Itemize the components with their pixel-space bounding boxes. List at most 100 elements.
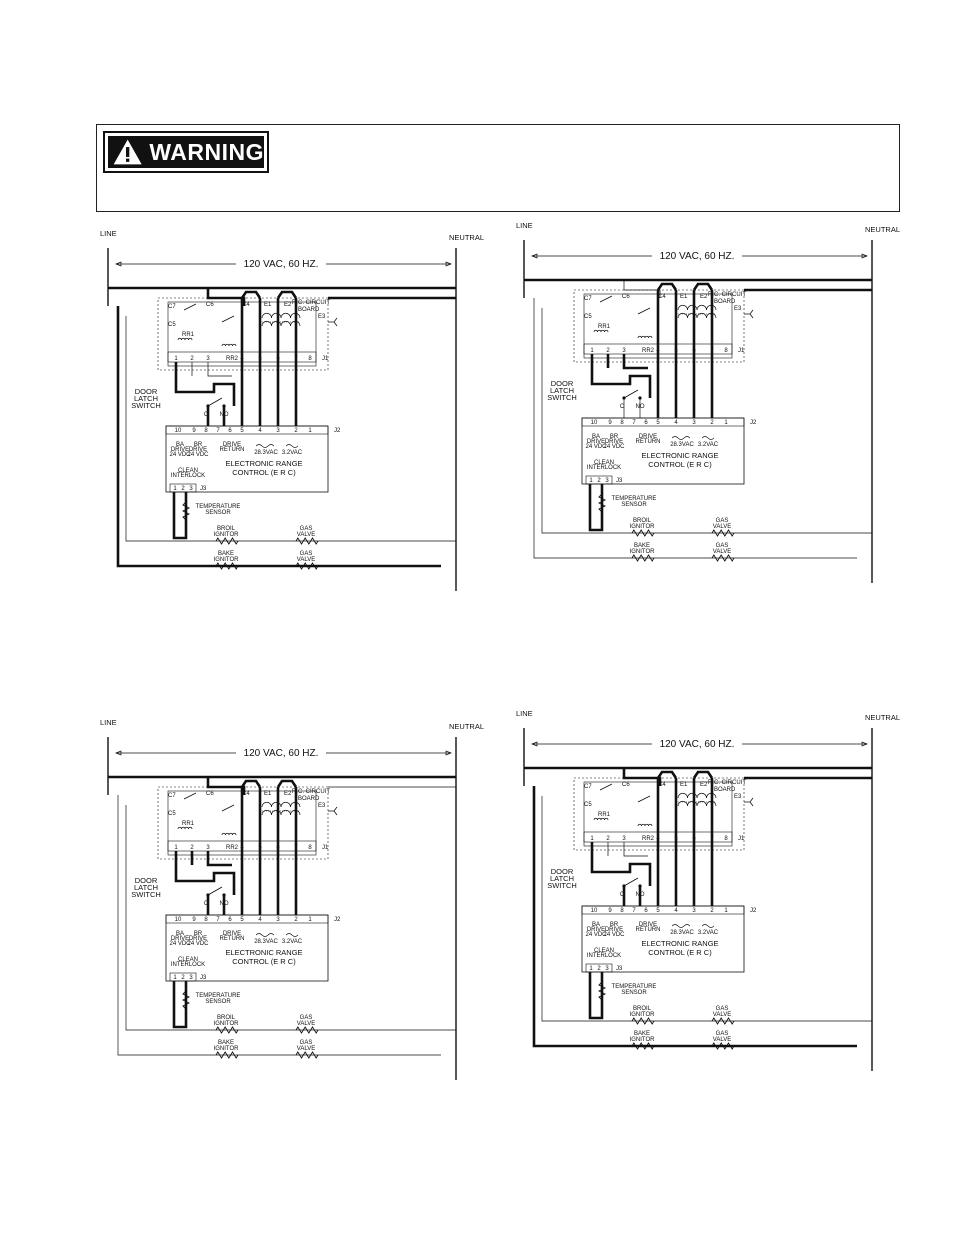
relay-switch-wire: [174, 851, 236, 895]
drive-return-label: DRIVE: [639, 922, 657, 928]
gas-valve-label: VALVE: [713, 549, 731, 555]
temperature-sensor-resistor: [181, 990, 191, 1010]
bake-ignitor-label: IGNITOR: [630, 549, 656, 555]
relay-rr2: [221, 343, 237, 347]
contact-label: E1: [264, 302, 272, 308]
relay-label: RR1: [598, 324, 611, 330]
arrow-head: [531, 741, 538, 747]
transformer-coil: [677, 792, 717, 799]
j-label: J2: [334, 917, 341, 923]
j1-pin: 2: [190, 356, 194, 362]
vac-3-label: 3.2VAC: [698, 930, 719, 936]
erc-pin: 10: [591, 420, 598, 426]
ac-symbol: [285, 933, 299, 937]
harness-loop: [692, 282, 714, 291]
erc-pin-strip: [581, 905, 745, 915]
j1-pin: 1: [174, 356, 178, 362]
erc-pin: 2: [294, 917, 298, 923]
erc-title: ELECTRONIC RANGE: [225, 948, 302, 957]
erc-pin: 2: [294, 428, 298, 434]
relay-rr2: [221, 832, 237, 836]
j1-pin: 1: [590, 348, 594, 354]
j3-pin: 2: [181, 975, 185, 981]
relay-switch-wire: [206, 851, 232, 867]
erc-pin: 1: [308, 428, 312, 434]
bake-loop: [116, 306, 441, 568]
j3-pin: 2: [597, 478, 601, 484]
erc-pin: 9: [192, 428, 196, 434]
vac-3-label: 3.2VAC: [282, 939, 303, 945]
vac-28-label: 28.3VAC: [254, 939, 278, 945]
ac-symbol: [671, 924, 691, 928]
contact-label: C4: [658, 782, 666, 788]
clean-interlock-label: INTERLOCK: [587, 953, 621, 959]
erc-title: ELECTRONIC RANGE: [225, 459, 302, 468]
relay-switch-wire: [174, 362, 236, 406]
switch-c-label: C: [620, 892, 625, 898]
bake-ignitor-resistor: [631, 554, 655, 562]
door-latch-switch-label: DOOR: [551, 379, 574, 388]
contact-label: C4: [658, 294, 666, 300]
contact-label: E3: [318, 314, 326, 320]
erc-block: [581, 417, 745, 485]
j3-pin: 1: [173, 975, 177, 981]
erc-pin: 5: [240, 917, 244, 923]
ac-symbol: [701, 436, 715, 440]
erc-title: CONTROL (E R C): [232, 468, 296, 477]
ba-drive-label: DRIVE: [171, 936, 189, 942]
erc-title: ELECTRONIC RANGE: [641, 451, 718, 460]
ground-icon: [328, 806, 338, 816]
gas-valve-label: VALVE: [297, 1046, 315, 1052]
erc-pin-strip: [165, 425, 329, 435]
door-latch-switch-label: SWITCH: [547, 881, 577, 890]
harness-loop: [240, 779, 262, 788]
broil-ignitor-label: IGNITOR: [214, 1021, 240, 1027]
contact-label: E3: [318, 803, 326, 809]
switch-blade: [207, 886, 223, 896]
transformer-coil: [261, 801, 301, 808]
gas-valve-label: GAS: [716, 518, 729, 524]
bake-ignitor-resistor: [215, 562, 239, 570]
gas-valve-resistor: [295, 537, 319, 545]
clean-interlock-label: INTERLOCK: [171, 962, 205, 968]
br-drive-label: 24 VDC: [187, 941, 209, 947]
contact-label: C6: [206, 791, 214, 797]
harness-loop: [276, 779, 298, 788]
sensor-wire: [588, 972, 604, 1020]
contact-label: C5: [584, 314, 592, 320]
erc-pin-strip: [165, 914, 329, 924]
erc-pin: 10: [175, 428, 182, 434]
drive-return-label: RETURN: [220, 936, 245, 942]
door-latch-switch-label: DOOR: [551, 867, 574, 876]
temperature-sensor-label: SENSOR: [205, 510, 231, 516]
relay-rr1: [593, 329, 609, 333]
relay-rr1: [593, 817, 609, 821]
erc-pin: 4: [258, 917, 262, 923]
relay-label: RR1: [182, 332, 195, 338]
j1-pin: 2: [190, 845, 194, 851]
j1-pin: 1: [590, 836, 594, 842]
erc-pin: 3: [276, 428, 280, 434]
warning-label: WARNING: [149, 138, 264, 165]
bake-ignitor-label: IGNITOR: [214, 1046, 240, 1052]
br-drive-label: BR: [610, 434, 619, 440]
j1-pin: 8: [308, 356, 312, 362]
j-label: J1: [322, 356, 329, 362]
broil-ignitor-label: BROIL: [217, 1015, 236, 1021]
gas-valve-resistor: [711, 1017, 735, 1025]
erc-block: [581, 905, 745, 973]
j3-pin: 3: [189, 975, 193, 981]
erc-title: CONTROL (E R C): [232, 957, 296, 966]
drive-return-label: DRIVE: [223, 442, 241, 448]
switch-terminal: [638, 396, 642, 400]
contact-label: C5: [584, 802, 592, 808]
br-drive-label: 24 VDC: [603, 932, 625, 938]
erc-pin: 8: [204, 428, 208, 434]
j3-pin: 1: [589, 966, 593, 972]
j1-pin: 2: [606, 348, 610, 354]
erc-title: CONTROL (E R C): [648, 948, 712, 957]
line-label: LINE: [100, 718, 117, 727]
harness-loop: [276, 290, 298, 299]
voltage-label: 120 VAC, 60 HZ.: [660, 251, 735, 262]
